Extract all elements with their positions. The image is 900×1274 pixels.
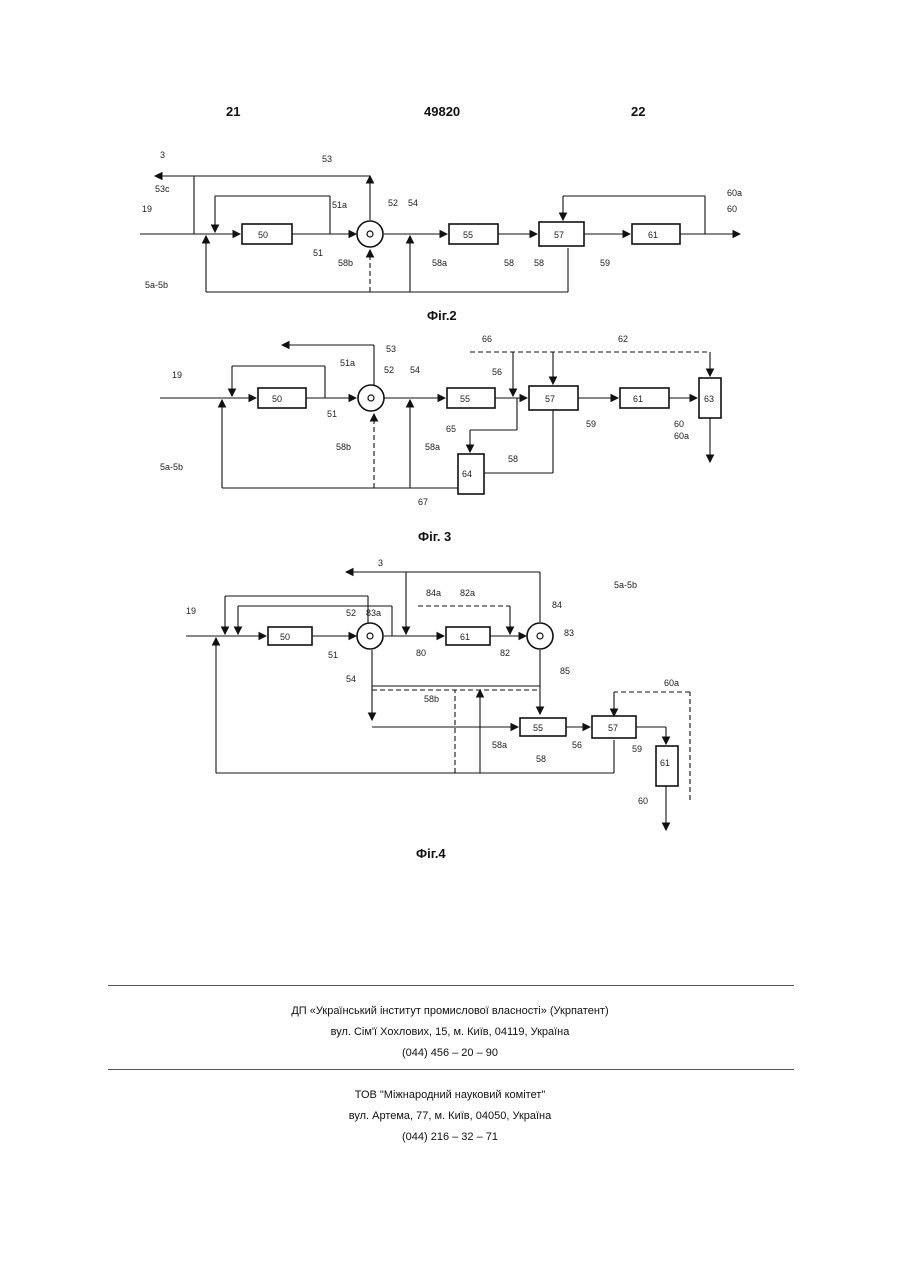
fig4-label-82a: 82a [460, 588, 475, 598]
fig2-label-60a: 60a [727, 188, 742, 198]
fig3-flow-lines [160, 345, 710, 488]
fig4-label-60a: 60a [664, 678, 679, 688]
fig3-label-66: 66 [482, 334, 492, 344]
fig2-label-51a: 51a [332, 200, 347, 210]
fig4-block-label-55: 55 [533, 723, 543, 733]
figure-3-diagram: 50 55 57 61 63 64 66 62 19 51a 53 52 54 … [0, 330, 900, 550]
fig4-label-19: 19 [186, 606, 196, 616]
fig3-block-label-50: 50 [272, 394, 282, 404]
fig4-label-51: 51 [328, 650, 338, 660]
fig3-label-53: 53 [386, 344, 396, 354]
left-page-number: 21 [226, 104, 240, 119]
fig2-block-55 [449, 224, 498, 244]
fig4-label-60: 60 [638, 796, 648, 806]
fig2-label-51: 51 [313, 248, 323, 258]
fig2-block-label-55: 55 [463, 230, 473, 240]
org2-name: ТОВ "Міжнародний науковий комітет" [0, 1085, 900, 1106]
fig3-label-67: 67 [418, 497, 428, 507]
org1-name: ДП «Український інститут промислової вла… [0, 1001, 900, 1022]
fig4-label-80: 80 [416, 648, 426, 658]
fig4-separator-83 [527, 623, 553, 649]
fig3-label-58b: 58b [336, 442, 351, 452]
fig2-block-label-57: 57 [554, 230, 564, 240]
figure-4-diagram: 50 61 55 57 61 3 84a 82a 5a-5b 19 52 83a… [0, 555, 900, 865]
fig3-block-61 [620, 388, 669, 408]
fig2-label-52: 52 [388, 198, 398, 208]
fig2-block-label-61: 61 [648, 230, 658, 240]
fig2-caption: Фіг.2 [427, 308, 457, 323]
fig2-label-60: 60 [727, 204, 737, 214]
fig2-label-58-a: 58 [504, 258, 514, 268]
fig4-label-58: 58 [536, 754, 546, 764]
fig2-block-label-50: 50 [258, 230, 268, 240]
fig3-block-label-61: 61 [633, 394, 643, 404]
fig3-label-51: 51 [327, 409, 337, 419]
fig2-label-54: 54 [408, 198, 418, 208]
fig2-label-5a-5b: 5a-5b [145, 280, 168, 290]
fig4-label-52: 52 [346, 608, 356, 618]
org2-address: вул. Артема, 77, м. Київ, 04050, Україна [0, 1106, 900, 1127]
fig4-separator-52 [357, 623, 383, 649]
fig4-label-59: 59 [632, 744, 642, 754]
fig2-label-58b: 58b [338, 258, 353, 268]
footer-org-1: ДП «Український інститут промислової вла… [0, 1001, 900, 1064]
patent-number: 49820 [424, 104, 460, 119]
fig4-block-label-57: 57 [608, 723, 618, 733]
fig3-block-label-57: 57 [545, 394, 555, 404]
fig2-label-19: 19 [142, 204, 152, 214]
fig4-label-54: 54 [346, 674, 356, 684]
fig4-caption: Фіг.4 [416, 846, 446, 861]
fig3-label-51a: 51a [340, 358, 355, 368]
fig4-label-58a: 58a [492, 740, 507, 750]
fig3-label-58a: 58a [425, 442, 440, 452]
fig4-label-83: 83 [564, 628, 574, 638]
footer-org-2: ТОВ "Міжнародний науковий комітет" вул. … [0, 1085, 900, 1148]
fig3-label-52: 52 [384, 365, 394, 375]
fig3-label-65: 65 [446, 424, 456, 434]
fig3-label-54: 54 [410, 365, 420, 375]
fig4-label-3: 3 [378, 558, 383, 568]
fig3-block-label-64: 64 [462, 469, 472, 479]
fig4-block-label-61: 61 [460, 632, 470, 642]
footer-divider-middle [108, 1069, 794, 1070]
fig3-block-label-63: 63 [704, 394, 714, 404]
fig3-block-55 [447, 388, 495, 408]
fig4-label-5a-5b: 5a-5b [614, 580, 637, 590]
right-page-number: 22 [631, 104, 645, 119]
fig3-label-60a: 60a [674, 431, 689, 441]
org2-phone: (044) 216 – 32 – 71 [0, 1127, 900, 1148]
fig4-block-label-50: 50 [280, 632, 290, 642]
fig4-label-84: 84 [552, 600, 562, 610]
fig3-separator-52 [358, 385, 384, 411]
figure-2-diagram: 50 55 57 61 3 53 53c 19 51a 52 54 51 58b… [0, 140, 900, 330]
fig4-label-83a: 83a [366, 608, 381, 618]
fig4-label-58b: 58b [424, 694, 439, 704]
fig3-label-60: 60 [674, 419, 684, 429]
fig3-label-5a-5b: 5a-5b [160, 462, 183, 472]
fig4-label-56: 56 [572, 740, 582, 750]
fig2-separator-52 [357, 221, 383, 247]
fig2-label-3: 3 [160, 150, 165, 160]
org1-address: вул. Сім'ї Хохлових, 15, м. Київ, 04119,… [0, 1022, 900, 1043]
fig3-label-62: 62 [618, 334, 628, 344]
fig3-label-59: 59 [586, 419, 596, 429]
fig3-label-58: 58 [508, 454, 518, 464]
page-header: 21 49820 22 [0, 104, 900, 124]
fig3-block-label-55: 55 [460, 394, 470, 404]
fig4-label-84a: 84a [426, 588, 441, 598]
org1-phone: (044) 456 – 20 – 90 [0, 1043, 900, 1064]
fig4-block-label-61-vertical: 61 [660, 758, 670, 768]
fig4-label-82: 82 [500, 648, 510, 658]
fig2-label-53: 53 [322, 154, 332, 164]
fig2-label-59: 59 [600, 258, 610, 268]
fig2-label-58a: 58a [432, 258, 447, 268]
fig3-label-19: 19 [172, 370, 182, 380]
fig3-caption: Фіг. 3 [418, 529, 451, 544]
fig3-label-56: 56 [492, 367, 502, 377]
fig4-label-85: 85 [560, 666, 570, 676]
footer-divider-top [108, 985, 794, 986]
fig2-label-53c: 53c [155, 184, 170, 194]
fig2-label-58-b: 58 [534, 258, 544, 268]
